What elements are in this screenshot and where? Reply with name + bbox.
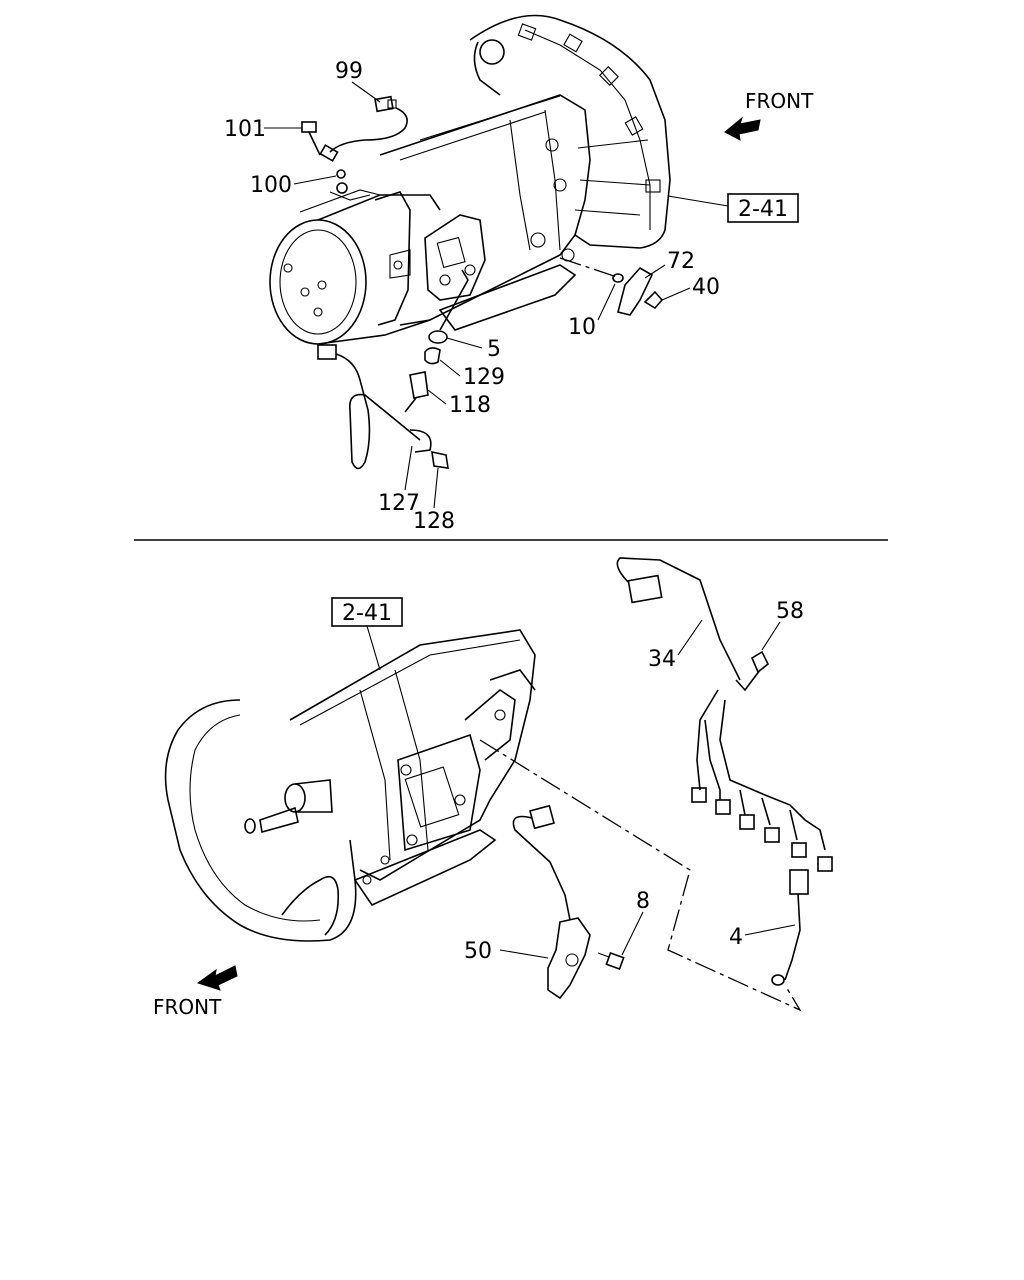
bottom-switch-harness: [479, 739, 802, 1012]
callout-4: 4: [729, 925, 743, 950]
top-sensor-harness: [301, 95, 408, 179]
callout-72: 72: [667, 249, 695, 274]
callout-118: 118: [449, 393, 491, 418]
callout-129: 129: [463, 365, 505, 390]
ref-box-top: 2-41: [667, 193, 799, 223]
front-arrow-top: FRONT: [724, 89, 814, 141]
callout-10: 10: [568, 315, 596, 340]
callout-99: 99: [335, 59, 363, 84]
bottom-callouts: 58 34 8 50 4: [464, 599, 804, 964]
callout-50: 50: [464, 939, 492, 964]
callout-40: 40: [692, 275, 720, 300]
callout-34: 34: [648, 647, 676, 672]
callout-5: 5: [487, 337, 501, 362]
callout-8: 8: [636, 889, 650, 914]
ref-box-bottom: 2-41: [331, 597, 403, 671]
top-callouts: 99 101 100 72 40 10 5 129 118 127 128: [224, 59, 720, 534]
front-label-bottom: FRONT: [153, 995, 222, 1019]
callout-58: 58: [776, 599, 804, 624]
callout-101: 101: [224, 117, 266, 142]
top-lower-sensor: [317, 269, 469, 470]
top-bracket-parts: [559, 257, 664, 316]
front-arrow-bottom: FRONT: [153, 965, 238, 1019]
callout-127: 127: [378, 491, 420, 516]
callout-128: 128: [413, 509, 455, 534]
ref-box-bottom-label: 2-41: [342, 601, 392, 626]
ref-box-top-label: 2-41: [738, 197, 788, 222]
bottom-transmission-drawing: [164, 629, 536, 942]
callout-100: 100: [250, 173, 292, 198]
front-label-top: FRONT: [745, 89, 814, 113]
top-transmission-drawing: [269, 14, 671, 345]
bottom-main-harness: [616, 557, 833, 986]
